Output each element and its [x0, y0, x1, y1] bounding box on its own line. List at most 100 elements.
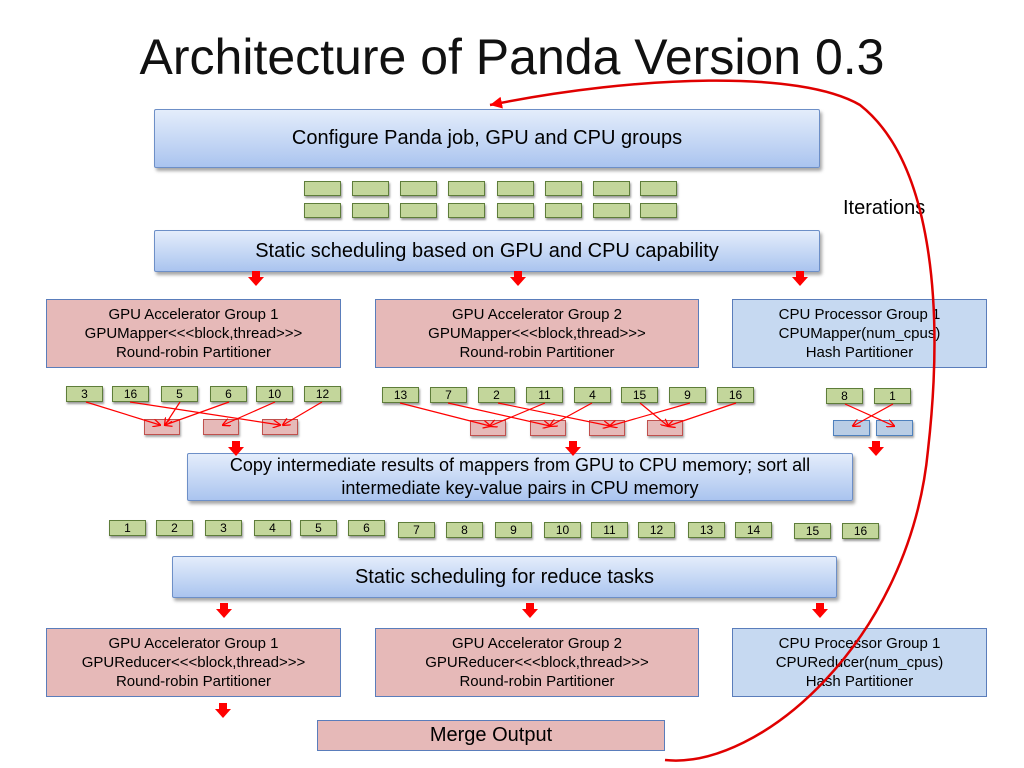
group-partitioner: Round-robin Partitioner — [459, 344, 615, 361]
input-split-chip — [545, 181, 582, 196]
static-scheduling-map-bar: Static scheduling based on GPU and CPU c… — [154, 230, 820, 272]
sorted-key-chip: 8 — [446, 522, 483, 538]
input-split-chip — [352, 203, 389, 218]
sorted-key-chip: 15 — [794, 523, 831, 539]
gpu-reducer-group-2: GPU Accelerator Group 2 GPUReducer<<<blo… — [375, 628, 699, 697]
copy-sort-label: Copy intermediate results of mappers fro… — [229, 455, 811, 498]
shuffle-arrow — [497, 402, 610, 426]
shuffle-arrow — [129, 401, 280, 425]
static-scheduling-reduce-label: Static scheduling for reduce tasks — [354, 565, 655, 588]
group-title: GPU Accelerator Group 2 — [451, 635, 623, 652]
sorted-key-chip: 7 — [398, 522, 435, 538]
sorted-key-chip: 13 — [688, 522, 725, 538]
input-split-chip — [304, 181, 341, 196]
input-split-chip — [640, 203, 677, 218]
shuffle-arrow — [165, 401, 181, 425]
input-split-chip — [640, 181, 677, 196]
key-chip: 2 — [478, 387, 515, 403]
sorted-key-chip: 5 — [300, 520, 337, 536]
sorted-key-chip: 4 — [254, 520, 291, 536]
group-partitioner: Hash Partitioner — [805, 673, 914, 690]
input-split-chip — [304, 203, 341, 218]
shuffle-arrow — [610, 402, 691, 426]
group-kernel: CPUReducer(num_cpus) — [775, 654, 944, 671]
key-chip: 10 — [256, 386, 293, 402]
input-split-chip — [545, 203, 582, 218]
key-chip: 9 — [669, 387, 706, 403]
key-chip: 8 — [826, 388, 863, 404]
sorted-key-chip: 10 — [544, 522, 581, 538]
input-split-chip — [400, 203, 437, 218]
group-title: GPU Accelerator Group 1 — [108, 306, 279, 323]
group-kernel: GPUMapper<<<block,thread>>> — [84, 325, 303, 342]
cpu-mapper-group-1: CPU Processor Group 1 CPUMapper(num_cpus… — [732, 299, 987, 368]
configure-job-bar: Configure Panda job, GPU and CPU groups — [154, 109, 820, 168]
group-kernel: CPUMapper(num_cpus) — [778, 325, 941, 342]
shuffle-arrow — [447, 402, 550, 426]
input-split-chip — [497, 181, 534, 196]
shuffle-arrow — [844, 403, 894, 426]
shuffle-arrow — [223, 401, 276, 425]
input-split-chip — [400, 181, 437, 196]
group-partitioner: Round-robin Partitioner — [115, 673, 272, 690]
shuffle-arrow — [668, 402, 737, 426]
merge-output-box: Merge Output — [317, 720, 665, 751]
group-partitioner: Round-robin Partitioner — [115, 344, 272, 361]
key-chip: 1 — [874, 388, 911, 404]
key-chip: 11 — [526, 387, 563, 403]
shuffle-lines — [85, 401, 894, 426]
group-kernel: GPUMapper<<<block,thread>>> — [428, 325, 646, 342]
input-split-chip — [448, 181, 485, 196]
group-title: CPU Processor Group 1 — [778, 635, 941, 652]
key-chip: 12 — [304, 386, 341, 402]
sorted-key-chip: 1 — [109, 520, 146, 536]
shuffle-arrow — [399, 402, 490, 426]
group-partitioner: Hash Partitioner — [805, 344, 914, 361]
sorted-key-chip: 3 — [205, 520, 242, 536]
sorted-key-chip: 9 — [495, 522, 532, 538]
shuffle-arrow — [165, 401, 230, 425]
key-chip: 6 — [210, 386, 247, 402]
input-split-chip — [448, 203, 485, 218]
key-chip: 13 — [382, 387, 419, 403]
group-kernel: GPUReducer<<<block,thread>>> — [425, 654, 649, 671]
group-partitioner: Round-robin Partitioner — [459, 673, 615, 690]
sorted-key-chip: 2 — [156, 520, 193, 536]
group-title: CPU Processor Group 1 — [778, 306, 941, 323]
key-chip: 3 — [66, 386, 103, 402]
input-split-chip — [593, 181, 630, 196]
iterations-label: Iterations — [843, 197, 926, 219]
group-title: GPU Accelerator Group 2 — [451, 306, 623, 323]
shuffle-arrow — [550, 402, 593, 426]
key-chip: 5 — [161, 386, 198, 402]
shuffle-arrow — [85, 401, 160, 425]
key-chip: 4 — [574, 387, 611, 403]
sorted-key-chip: 14 — [735, 522, 772, 538]
shuffle-arrow — [639, 402, 668, 426]
shuffle-arrow — [283, 401, 323, 425]
static-scheduling-reduce-bar: Static scheduling for reduce tasks — [172, 556, 837, 598]
copy-sort-bar: Copy intermediate results of mappers fro… — [187, 453, 853, 501]
group-title: GPU Accelerator Group 1 — [108, 635, 279, 652]
gpu-mapper-group-1: GPU Accelerator Group 1 GPUMapper<<<bloc… — [46, 299, 341, 368]
iteration-loop-arrow — [489, 79, 936, 762]
key-chip: 16 — [112, 386, 149, 402]
page-title: Architecture of Panda Version 0.3 — [139, 29, 885, 85]
input-split-chip — [352, 181, 389, 196]
configure-label: Configure Panda job, GPU and CPU groups — [291, 127, 683, 149]
sorted-key-chip: 6 — [348, 520, 385, 536]
gpu-mapper-group-2: GPU Accelerator Group 2 GPUMapper<<<bloc… — [375, 299, 699, 368]
shuffle-arrow — [490, 402, 546, 426]
sorted-key-chip: 11 — [591, 522, 628, 538]
merge-output-label: Merge Output — [429, 724, 553, 746]
input-split-chip — [593, 203, 630, 218]
key-chip: 15 — [621, 387, 658, 403]
static-scheduling-map-label: Static scheduling based on GPU and CPU c… — [255, 239, 719, 262]
input-split-chip — [497, 203, 534, 218]
sorted-key-chip: 12 — [638, 522, 675, 538]
sorted-key-chip: 16 — [842, 523, 879, 539]
key-chip: 16 — [717, 387, 754, 403]
group-kernel: GPUReducer<<<block,thread>>> — [81, 654, 306, 671]
shuffle-arrow — [853, 403, 894, 426]
